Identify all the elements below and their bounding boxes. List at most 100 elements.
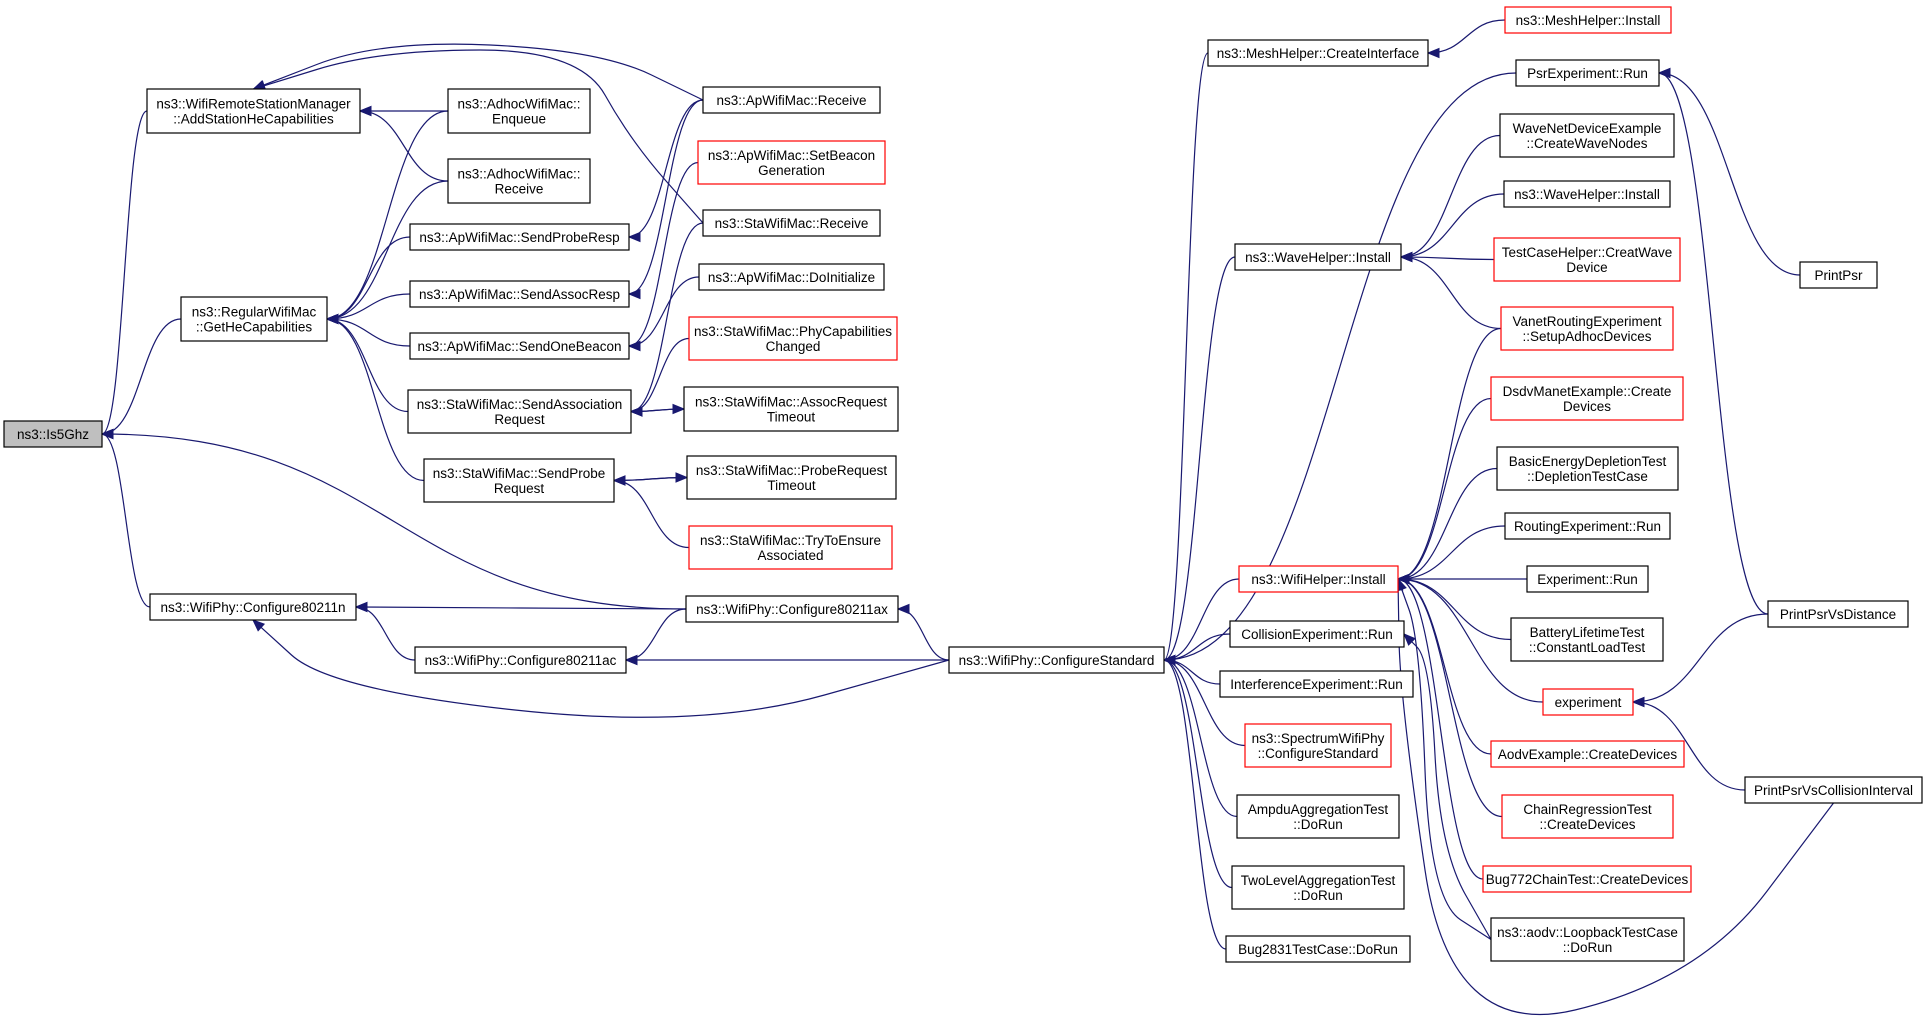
graph-node-twolevelaggregation_dorun[interactable]: TwoLevelAggregationTest::DoRun — [1231, 865, 1405, 910]
edge-sta_sendassocreq-to-sta_assocreqtimeout-arrowhead — [672, 403, 686, 415]
graph-node-ap_sendonebeacon[interactable]: ns3::ApWifiMac::SendOneBeacon — [409, 332, 630, 360]
graph-node-addstationhecap[interactable]: ns3::WifiRemoteStationManager::AddStatio… — [146, 88, 361, 134]
node-box — [1225, 935, 1411, 963]
node-box — [1799, 261, 1878, 289]
graph-node-printpsrvsdistance[interactable]: PrintPsrVsDistance — [1767, 600, 1909, 628]
node-label: ns3::WifiRemoteStationManager — [156, 97, 351, 112]
graph-node-spectrumwifiphy_configurestandard[interactable]: ns3::SpectrumWifiPhy::ConfigureStandard — [1244, 723, 1392, 768]
graph-node-ap_sendassocresp[interactable]: ns3::ApWifiMac::SendAssocResp — [409, 280, 630, 308]
graph-node-printpsrvscollisioninterval[interactable]: PrintPsrVsCollisionInterval — [1744, 776, 1923, 804]
graph-node-meshhelper_createinterface[interactable]: ns3::MeshHelper::CreateInterface — [1207, 39, 1429, 67]
edge-adhoc_enqueue-to-regularwifimac_gethecap — [326, 110, 449, 320]
node-box — [423, 458, 615, 503]
node-label: ns3::WaveHelper::Install — [1245, 250, 1391, 265]
edge-regularwifimac_gethecap-to-is5ghz — [101, 318, 182, 435]
node-box — [1482, 865, 1692, 893]
node-box — [948, 646, 1165, 674]
edge-sta_sendprobereq-to-regularwifimac_gethecap-arrowhead — [325, 313, 339, 325]
node-label: ns3::StaWifiMac::SendProbe — [433, 466, 606, 481]
edge-vanetrouting_setupadhoc-to-wavehelper_install — [1400, 256, 1502, 330]
graph-node-psrexperiment_run[interactable]: PsrExperiment::Run — [1515, 59, 1660, 87]
graph-node-sta_receive[interactable]: ns3::StaWifiMac::Receive — [702, 209, 881, 237]
node-label: ns3::ApWifiMac::Receive — [716, 93, 866, 108]
edge-adhoc_receive-to-addstationhecap — [359, 110, 449, 182]
graph-node-meshhelper_install[interactable]: ns3::MeshHelper::Install — [1504, 6, 1672, 34]
node-box — [1504, 6, 1672, 34]
graph-node-aodvexample_createdevices[interactable]: AodvExample::CreateDevices — [1490, 740, 1685, 768]
node-label: ns3::WifiPhy::Configure80211ac — [425, 653, 617, 668]
edge-ampduaggregation_dorun-to-configurestandard — [1163, 659, 1238, 818]
node-label: ns3::ApWifiMac::DoInitialize — [708, 270, 875, 285]
node-box — [683, 386, 899, 432]
edge-printpsrvscollisioninterval-to-wifihelper_install — [1397, 578, 1834, 1015]
graph-node-adhoc_enqueue[interactable]: ns3::AdhocWifiMac::Enqueue — [447, 88, 591, 134]
graph-node-wavenetdevice_createwavenodes[interactable]: WaveNetDeviceExample::CreateWaveNodes — [1499, 113, 1675, 158]
graph-node-wifihelper_install[interactable]: ns3::WifiHelper::Install — [1238, 565, 1399, 593]
graph-node-configure80211ax[interactable]: ns3::WifiPhy::Configure80211ax — [685, 595, 899, 623]
edge-aodvexample_createdevices-to-wifihelper_install — [1397, 578, 1492, 755]
graph-node-configurestandard[interactable]: ns3::WifiPhy::ConfigureStandard — [948, 646, 1165, 674]
graph-node-wavehelper_install[interactable]: ns3::WaveHelper::Install — [1234, 243, 1402, 271]
graph-node-basicenergy_depletion[interactable]: BasicEnergyDepletionTest::DepletionTestC… — [1496, 446, 1679, 491]
node-box — [1542, 688, 1634, 716]
graph-node-adhoc_receive[interactable]: ns3::AdhocWifiMac::Receive — [447, 158, 591, 204]
graph-node-regularwifimac_gethecap[interactable]: ns3::RegularWifiMac::GetHeCapabilities — [180, 296, 328, 342]
graph-node-configure80211n[interactable]: ns3::WifiPhy::Configure80211n — [149, 593, 357, 621]
graph-node-ap_sendproberesp[interactable]: ns3::ApWifiMac::SendProbeResp — [409, 223, 630, 251]
node-label: Receive — [495, 182, 544, 197]
node-box — [688, 316, 898, 361]
graph-node-chainregression_createdevices[interactable]: ChainRegressionTest::CreateDevices — [1501, 794, 1674, 839]
graph-node-experiment[interactable]: experiment — [1542, 688, 1634, 716]
node-box — [697, 140, 886, 185]
graph-node-bug772chain_createdevices[interactable]: Bug772ChainTest::CreateDevices — [1482, 865, 1692, 893]
edge-experiment-to-wifihelper_install — [1397, 578, 1544, 703]
graph-node-vanetrouting_setupadhoc[interactable]: VanetRoutingExperiment::SetupAdhocDevice… — [1500, 306, 1674, 351]
node-box — [149, 593, 357, 621]
node-label: PrintPsrVsDistance — [1780, 607, 1896, 622]
graph-node-interferenceexperiment_run[interactable]: InterferenceExperiment::Run — [1219, 670, 1414, 698]
node-box — [1744, 776, 1923, 804]
graph-node-dsdvmanet_createdevices[interactable]: DsdvManetExample::CreateDevices — [1490, 376, 1684, 421]
graph-node-wavehelper_install_right[interactable]: ns3::WaveHelper::Install — [1503, 180, 1671, 208]
node-label: WaveNetDeviceExample — [1513, 121, 1662, 136]
graph-node-aodv_loopback_dorun[interactable]: ns3::aodv::LoopbackTestCase::DoRun — [1490, 917, 1685, 962]
graph-node-configure80211ac[interactable]: ns3::WifiPhy::Configure80211ac — [414, 646, 627, 674]
graph-node-ampduaggregation_dorun[interactable]: AmpduAggregationTest::DoRun — [1236, 794, 1400, 839]
edge-configure80211ac-to-configure80211n — [355, 606, 416, 661]
edge-sta_receive-to-addstationhecap — [253, 49, 704, 224]
graph-node-experiment_run[interactable]: Experiment::Run — [1526, 565, 1649, 593]
graph-node-is5ghz[interactable]: ns3::Is5Ghz — [3, 420, 103, 448]
node-label: ns3::StaWifiMac::AssocRequest — [695, 395, 887, 410]
edge-configurestandard-to-configure80211n-arrowhead — [252, 619, 266, 632]
node-label: PrintPsrVsCollisionInterval — [1754, 783, 1913, 798]
node-box — [685, 595, 899, 623]
graph-node-bug2831_dorun[interactable]: Bug2831TestCase::DoRun — [1225, 935, 1411, 963]
graph-node-ap_receive[interactable]: ns3::ApWifiMac::Receive — [702, 86, 881, 114]
node-box — [1499, 113, 1675, 158]
edge-printpsrvsdistance-to-psrexperiment_run-arrowhead — [1657, 67, 1671, 79]
graph-node-collisionexperiment_run[interactable]: CollisionExperiment::Run — [1229, 620, 1405, 648]
graph-node-batterylifetime_constantload[interactable]: BatteryLifetimeTest::ConstantLoadTest — [1510, 617, 1664, 662]
graph-node-routingexperiment_run[interactable]: RoutingExperiment::Run — [1504, 512, 1671, 540]
edge-printpsrvscollisioninterval-to-experiment — [1632, 701, 1746, 791]
edge-ap_receive-to-addstationhecap — [253, 43, 704, 101]
node-label: TestCaseHelper::CreatWave — [1502, 245, 1673, 260]
graph-node-printpsr[interactable]: PrintPsr — [1799, 261, 1878, 289]
node-box — [447, 158, 591, 204]
node-box — [1526, 565, 1649, 593]
graph-node-ap_doinitialize[interactable]: ns3::ApWifiMac::DoInitialize — [698, 263, 885, 291]
edge-meshhelper_install-to-meshhelper_createinterface-arrowhead — [1426, 47, 1440, 59]
node-label: ns3::MeshHelper::Install — [1516, 13, 1661, 28]
node-label: Devices — [1563, 399, 1611, 414]
node-label: ns3::Is5Ghz — [17, 427, 89, 442]
node-box — [1236, 794, 1400, 839]
